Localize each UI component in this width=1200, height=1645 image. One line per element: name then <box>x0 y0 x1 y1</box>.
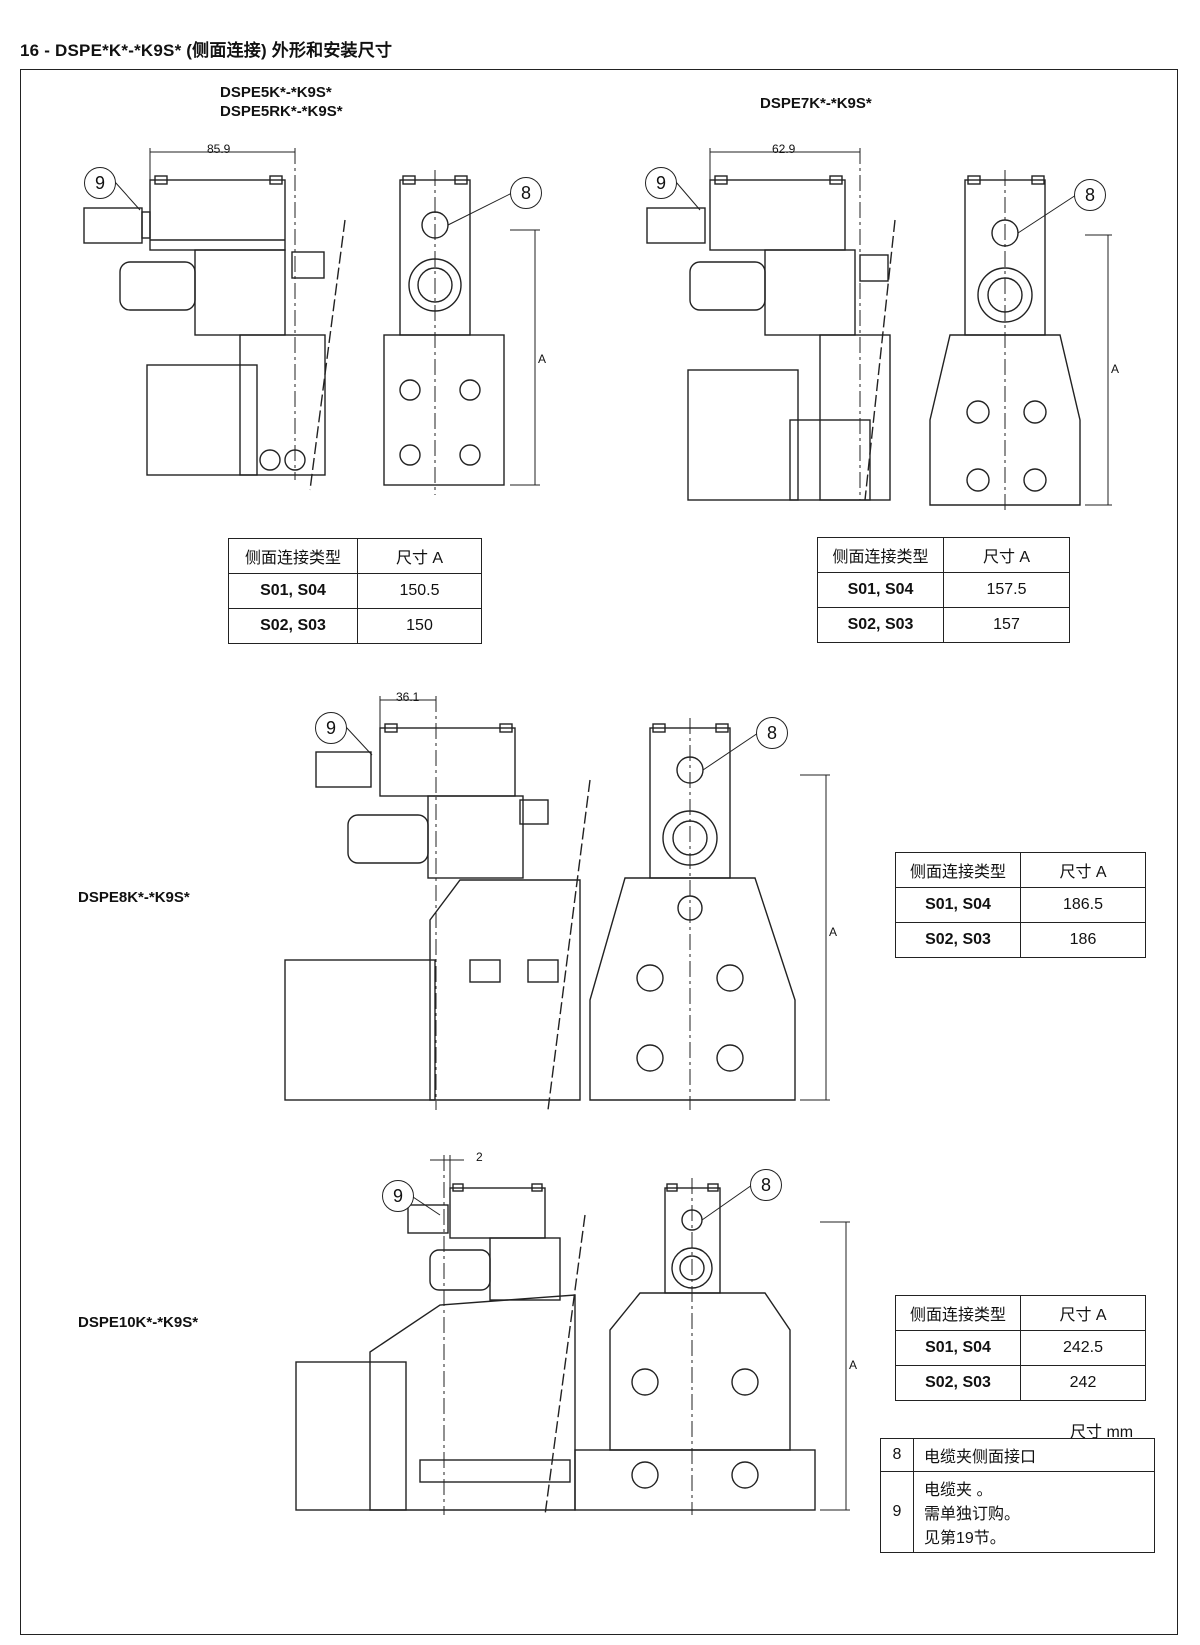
callout-9-dspe7: 9 <box>645 167 677 199</box>
offset-dim-dspe5: 85.9 <box>207 142 231 156</box>
dspe8-side-view <box>284 696 591 1111</box>
callout-8-dspe8: 8 <box>756 717 788 749</box>
dspe5-front-view <box>383 170 540 495</box>
callout-8-dspe10: 8 <box>750 1169 782 1201</box>
offset-dim-dspe7: 62.9 <box>772 142 796 156</box>
model-label-dspe8: DSPE8K*-*K9S* <box>78 889 190 906</box>
callout-9-dspe5: 9 <box>84 167 116 199</box>
callout-9-dspe8: 9 <box>315 712 347 744</box>
callout-8-dspe5: 8 <box>510 177 542 209</box>
drawing-frame <box>20 69 1178 1635</box>
page-title: 16 - DSPE*K*-*K9S* (侧面连接) 外形和安装尺寸 <box>20 41 393 60</box>
dspe7-side-view <box>646 148 896 501</box>
dspe7-front-view <box>929 170 1112 510</box>
model-label-dspe7: DSPE7K*-*K9S* <box>760 95 872 112</box>
offset-dim-dspe8: 36.1 <box>396 690 420 704</box>
dim-a-dspe7: A <box>1111 362 1120 376</box>
callout-8-dspe7: 8 <box>1074 179 1106 211</box>
dspe10-front-view <box>574 1178 850 1515</box>
dspe5-side-view <box>83 148 346 491</box>
dim-a-dspe10: A <box>849 1358 858 1372</box>
model-label-dspe5: DSPE5K*-*K9S*DSPE5RK*-*K9S* <box>220 84 343 120</box>
unit-note: 尺寸 mm <box>1070 1424 1134 1441</box>
offset-dim-dspe10: 2 <box>476 1150 483 1164</box>
legend-item-9-text: 电缆夹 。 需单独订购。 见第19节。 <box>913 1471 1155 1553</box>
dim-a-dspe8: A <box>829 925 838 939</box>
dim-a-dspe5: A <box>538 352 547 366</box>
legend-table: 8 电缆夹侧面接口 9 电缆夹 。 需单独订购。 见第19节。 <box>880 1438 1155 1553</box>
dspe10-side-view <box>295 1155 586 1516</box>
dspe8-front-view <box>589 718 830 1110</box>
model-label-dspe10: DSPE10K*-*K9S* <box>78 1314 199 1331</box>
callout-9-dspe10: 9 <box>382 1180 414 1212</box>
